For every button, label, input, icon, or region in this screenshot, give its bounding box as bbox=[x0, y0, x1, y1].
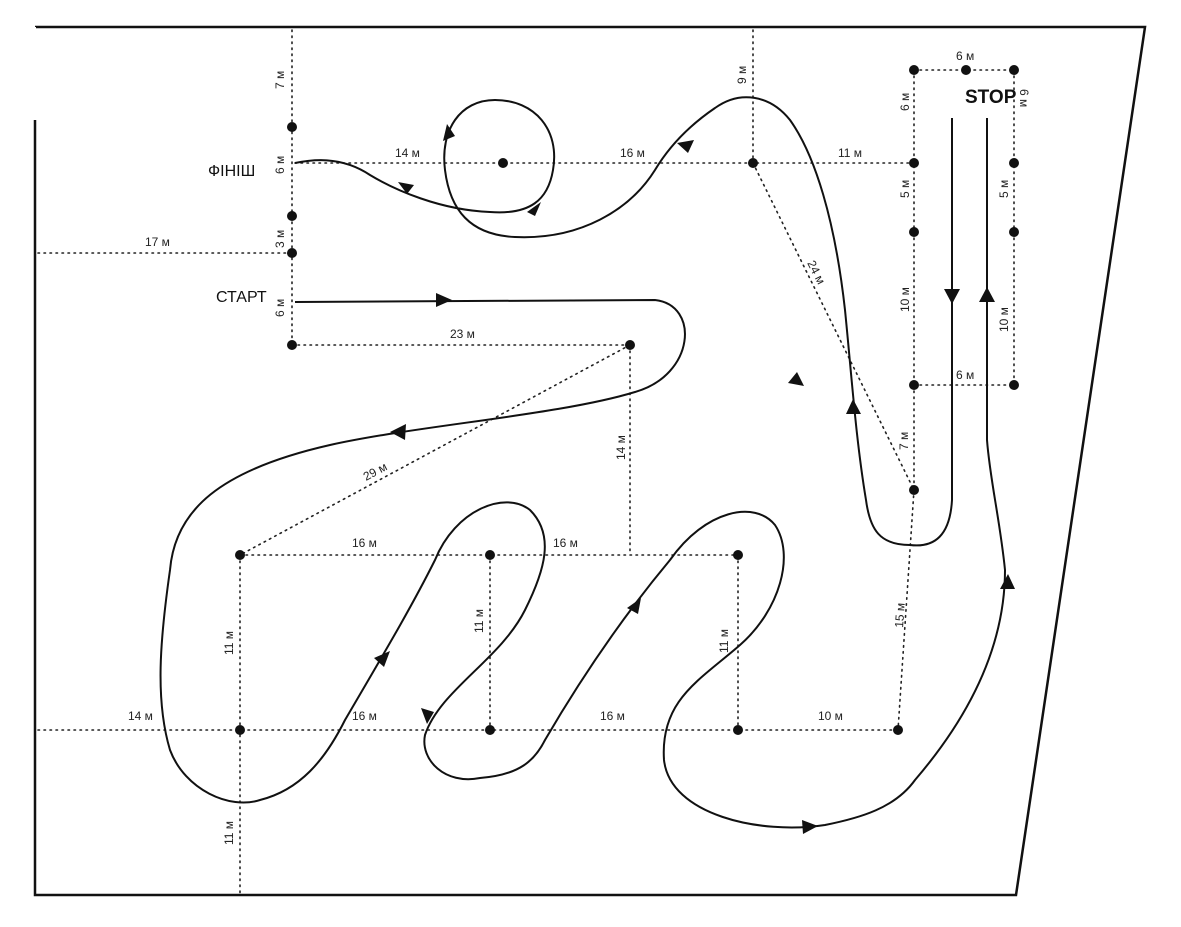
measure-10m-left: 10 м bbox=[898, 287, 912, 312]
measure-11m-left: 11 м bbox=[222, 631, 236, 655]
measure-11m-top: 11 м bbox=[838, 146, 862, 160]
measure-24m: 24 м bbox=[804, 258, 828, 287]
dotted-grid bbox=[37, 29, 1015, 896]
measure-10m-right: 10 м bbox=[997, 307, 1011, 332]
measure-7m-right: 7 м bbox=[897, 432, 911, 450]
measure-16m-row1-a: 16 м bbox=[352, 536, 377, 550]
measure-15m: 15 м bbox=[892, 602, 908, 628]
measure-14m-top: 14 м bbox=[395, 146, 420, 160]
measure-5m-right: 5 м bbox=[997, 180, 1011, 198]
measure-16m-row2-b: 16 м bbox=[600, 709, 625, 723]
measure-7m-top: 7 м bbox=[273, 71, 287, 89]
measure-5m-left: 5 м bbox=[898, 180, 912, 198]
measure-9m: 9 м bbox=[735, 66, 749, 84]
measure-3m: 3 м bbox=[273, 230, 287, 248]
course-border bbox=[33, 25, 1147, 897]
finish-label: ФІНІШ bbox=[208, 163, 255, 180]
measure-17m: 17 м bbox=[145, 235, 170, 249]
marker-points bbox=[235, 65, 1019, 735]
measure-16m-row2-a: 16 м bbox=[352, 709, 377, 723]
start-label: СТАРТ bbox=[216, 289, 267, 306]
measure-6m-finish: 6 м bbox=[273, 156, 287, 174]
measure-6m-stop-right: 6 м bbox=[1017, 89, 1031, 107]
direction-arrows bbox=[374, 124, 1015, 834]
measure-11m-bottom: 11 м bbox=[222, 821, 236, 845]
route-path bbox=[159, 96, 1007, 829]
measure-14m-bottom: 14 м bbox=[128, 709, 153, 723]
measurement-labels: 7 м 6 м 3 м 6 м 17 м 14 м 16 м 9 м 11 м … bbox=[128, 49, 1031, 845]
measure-6m-stop-bottom: 6 м bbox=[956, 368, 974, 382]
measure-23m: 23 м bbox=[450, 327, 475, 341]
measure-16m-top: 16 м bbox=[620, 146, 645, 160]
measure-11m-mid2: 11 м bbox=[717, 629, 731, 653]
measure-6m-start: 6 м bbox=[273, 299, 287, 317]
measure-16m-row1-b: 16 м bbox=[553, 536, 578, 550]
measure-29m: 29 м bbox=[361, 460, 390, 484]
measure-10m-bottom: 10 м bbox=[818, 709, 843, 723]
stop-label: STOP bbox=[965, 87, 1017, 108]
measure-6m-stop-top: 6 м bbox=[956, 49, 974, 63]
measure-11m-mid1: 11 м bbox=[472, 609, 486, 633]
measure-14m-mid: 14 м bbox=[614, 435, 628, 460]
measure-6m-stop-left: 6 м bbox=[898, 93, 912, 111]
